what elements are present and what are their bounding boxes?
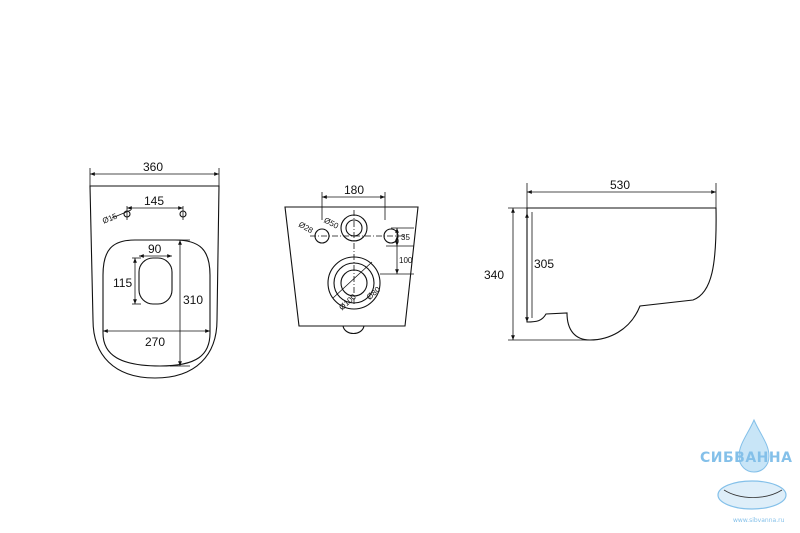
dim-height-340: 340: [484, 268, 504, 282]
top-view-outline: [89, 185, 220, 379]
dim-mount-spacing-180: 180: [344, 183, 364, 197]
dim-depth-310: 310: [183, 293, 203, 307]
dim-seat-width-90: 90: [148, 242, 162, 256]
back-view-outline: [284, 206, 419, 327]
dim-inner-height-305: 305: [534, 257, 554, 271]
back-view-bottom-lip: [342, 325, 365, 335]
dim-hole-spacing-145: 145: [144, 194, 164, 208]
side-view-outline: [526, 207, 717, 341]
bathtub-icon: [717, 480, 787, 510]
dim-width-360: 360: [143, 160, 163, 174]
back-view: 180 Ø50 Ø28 35 100 Ø100 Ø80: [284, 183, 419, 335]
drain-inner: [340, 269, 368, 297]
top-view-bowl: [102, 239, 211, 367]
top-view-seat-opening: [138, 257, 173, 305]
dim-hole-diameter: Ø15: [101, 211, 119, 225]
dim-seat-height-115: 115: [113, 276, 132, 290]
dim-mount-diameter: Ø28: [297, 220, 315, 236]
side-view: 530 340 305: [484, 178, 717, 341]
dim-pipe-diameter: Ø50: [322, 216, 340, 231]
drain-outer: [327, 256, 381, 310]
dim-drain-height-100: 100: [399, 256, 413, 265]
watermark-brand: СИБВАННА: [700, 450, 792, 466]
drain-middle: [333, 262, 375, 304]
watermark-url: www.sibvanna.ru: [733, 517, 785, 524]
watermark-logo: СИБВАННА www.sibvanna.ru: [700, 418, 792, 524]
dim-offset-35: 35: [401, 233, 410, 242]
dim-inner-width-270: 270: [145, 335, 165, 349]
dim-length-530: 530: [610, 178, 630, 192]
water-drop-icon: [738, 418, 770, 473]
top-view: 360 145 Ø15 90 115 270 310: [89, 160, 220, 379]
